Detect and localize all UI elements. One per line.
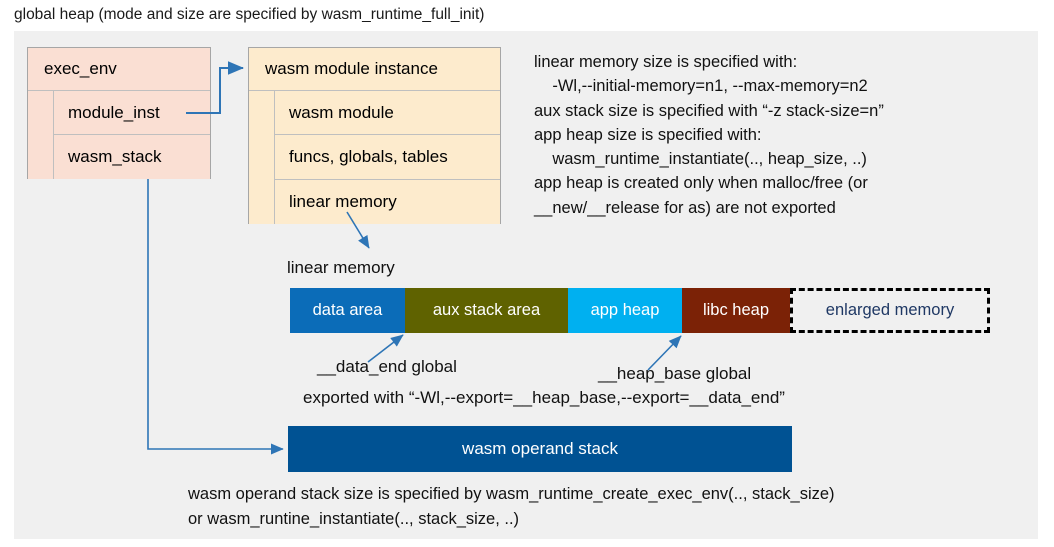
module-instance-row-wasm-module: wasm module xyxy=(275,91,500,136)
exec-env-body: module_inst wasm_stack xyxy=(28,91,210,179)
linear-memory-notes: linear memory size is specified with: -W… xyxy=(534,53,884,217)
memory-segment-app-heap: app heap xyxy=(568,288,682,333)
memory-segment-enlarged-memory: enlarged memory xyxy=(790,288,990,333)
exec-env-header: exec_env xyxy=(28,48,210,91)
exec-env-gutter xyxy=(28,91,54,179)
memory-segment-data-area: data area xyxy=(290,288,405,333)
linear-memory-label: linear memory xyxy=(287,258,395,277)
memory-segment-aux-stack-area: aux stack area xyxy=(405,288,568,333)
module-instance-rows: wasm module funcs, globals, tables linea… xyxy=(275,91,500,224)
exec-env-rows: module_inst wasm_stack xyxy=(54,91,210,179)
wasm-operand-stack-box: wasm operand stack xyxy=(288,426,792,472)
operand-stack-notes: wasm operand stack size is specified by … xyxy=(188,485,835,528)
wasm-module-instance-box: wasm module instance wasm module funcs, … xyxy=(248,47,501,224)
annotation-data-end: __data_end global xyxy=(317,357,457,376)
annotation-heap-base: __heap_base global xyxy=(598,364,752,383)
module-instance-body: wasm module funcs, globals, tables linea… xyxy=(249,91,500,224)
exec-env-row-module-inst: module_inst xyxy=(54,91,210,135)
module-instance-row-funcs-globals-tables: funcs, globals, tables xyxy=(275,135,500,180)
module-instance-row-linear-memory: linear memory xyxy=(275,179,500,224)
exec-env-box: exec_env module_inst wasm_stack xyxy=(27,47,211,179)
page-title: global heap (mode and size are specified… xyxy=(14,6,485,23)
module-instance-gutter xyxy=(249,91,275,224)
exec-env-row-wasm-stack: wasm_stack xyxy=(54,135,210,179)
module-instance-header: wasm module instance xyxy=(249,48,500,91)
annotation-exported-with: exported with “-Wl,--export=__heap_base,… xyxy=(303,388,785,407)
memory-segment-libc-heap: libc heap xyxy=(682,288,790,333)
